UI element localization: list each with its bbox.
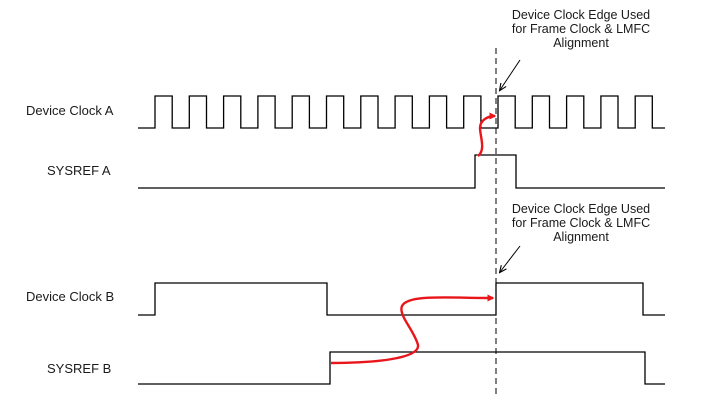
sysref-b-label: SYSREF B (47, 361, 112, 376)
device-clock-b-label: Device Clock B (26, 289, 115, 304)
annotation-bottom-line1: Device Clock Edge Used (511, 202, 651, 216)
device-clock-a-waveform (138, 95, 665, 129)
sysref-a-label: SYSREF A (47, 163, 111, 178)
annotation-bottom-line3: Alignment (553, 230, 609, 244)
annotation-bottom: Device Clock Edge Used for Frame Clock &… (498, 202, 664, 244)
device-clock-b-waveform (138, 282, 665, 316)
sysref-a-waveform (138, 154, 665, 189)
annotation-top-line1: Device Clock Edge Used (511, 8, 651, 22)
annotation-bottom-line2: for Frame Clock & LMFC (511, 216, 651, 230)
annotation-bottom-pointer-arrow (500, 245, 521, 272)
sysref-a-to-clock-edge-arrow (477, 112, 497, 157)
sysref-b-to-clock-edge-arrow (330, 294, 495, 365)
annotation-top-line3: Alignment (553, 36, 609, 50)
annotation-top-line2: for Frame Clock & LMFC (511, 22, 651, 36)
annotation-top-pointer-arrow (500, 59, 521, 90)
device-clock-a-label: Device Clock A (26, 103, 114, 118)
sysref-b-waveform (138, 351, 665, 385)
annotation-top: Device Clock Edge Used for Frame Clock &… (498, 8, 664, 50)
